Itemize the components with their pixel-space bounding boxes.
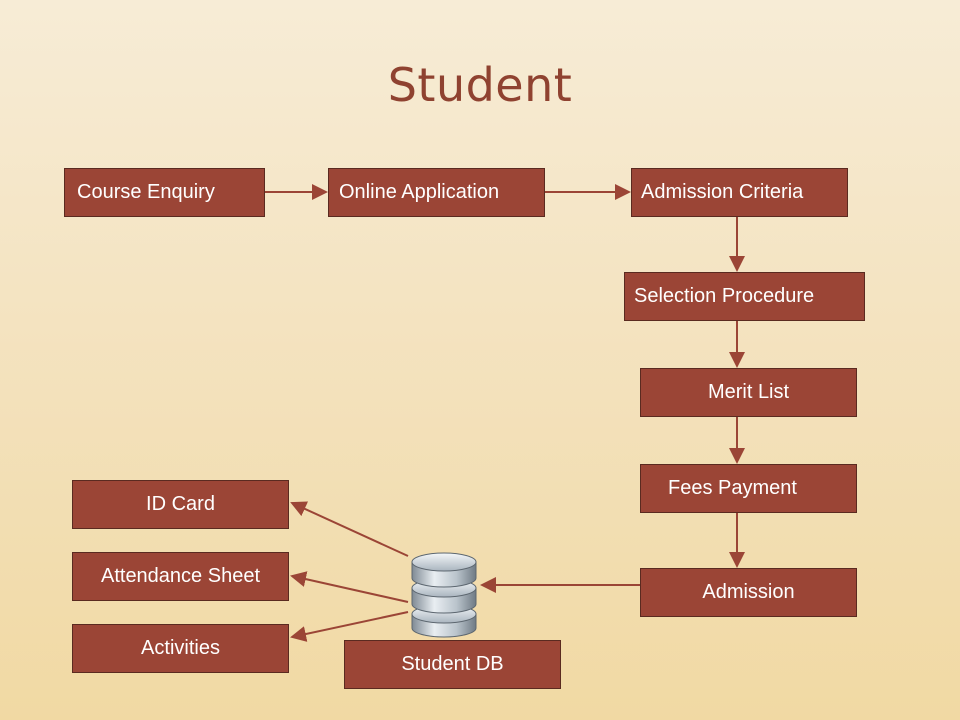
arrow-db-to-idcard [290,501,409,557]
fees-payment-box: Fees Payment [640,464,857,513]
database-icon [411,552,477,638]
student-db-label: Student DB [401,653,504,675]
id-card-label: ID Card [146,493,215,515]
online-application-label: Online Application [339,181,500,203]
selection-procedure-label: Selection Procedure [634,285,815,307]
student-db-box: Student DB [344,640,561,689]
arrow-db-to-attendance [290,571,409,603]
activities-box: Activities [72,624,289,673]
course-enquiry-label: Course Enquiry [77,181,215,203]
admission-box: Admission [640,568,857,617]
admission-criteria-label: Admission Criteria [641,181,804,203]
fees-payment-label: Fees Payment [668,477,797,499]
selection-procedure-box: Selection Procedure [624,272,865,321]
activities-label: Activities [141,637,220,659]
online-application-box: Online Application [328,168,545,217]
admission-criteria-box: Admission Criteria [631,168,848,217]
attendance-sheet-box: Attendance Sheet [72,552,289,601]
page-title: Student [387,58,573,112]
id-card-box: ID Card [72,480,289,529]
merit-list-label: Merit List [707,381,790,403]
merit-list-box: Merit List [640,368,857,417]
admission-label: Admission [702,581,795,603]
attendance-sheet-label: Attendance Sheet [100,565,260,587]
course-enquiry-box: Course Enquiry [64,168,265,217]
arrow-db-to-activities [290,611,409,642]
